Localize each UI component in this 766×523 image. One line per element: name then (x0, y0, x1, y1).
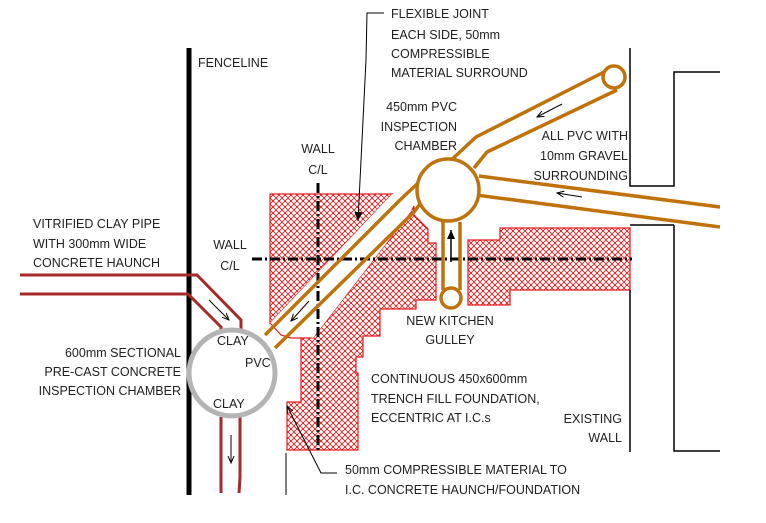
upper-branch-end-fitting (601, 64, 627, 90)
flexible-joint-leader (354, 12, 384, 222)
flow-arrows (208, 103, 583, 463)
precast-chamber-label-line2: PRE-CAST CONCRETE (44, 365, 181, 379)
pvc-pipework (263, 68, 721, 350)
existing-wall-label-line2: WALL (588, 431, 622, 445)
precast-inspection-chamber (186, 327, 278, 419)
pvc-chamber-label-line3: CHAMBER (394, 139, 457, 153)
foundation-label-line2: TRENCH FILL FOUNDATION, (371, 392, 540, 406)
pvc-right-branch-lower-wall (475, 193, 721, 229)
wall-cl-horizontal-label-line2: C/L (220, 259, 240, 273)
clay-inlet-upper-wall (20, 273, 243, 330)
clay-top-label: CLAY (217, 334, 249, 348)
pvc-upper-branch-lower-wall (472, 88, 618, 170)
foundation-lower-block (286, 205, 437, 451)
wall-cl-vertical-label-line2: C/L (308, 163, 328, 177)
clay-bottom-label: CLAY (213, 397, 245, 411)
kitchen-gulley-label-line1: NEW KITCHEN (406, 314, 494, 328)
existing-wall (629, 48, 720, 452)
flow-arrow-right-pvc (557, 193, 583, 198)
kitchen-gulley (439, 286, 463, 310)
flow-arrow-diagonal-pvc (291, 300, 310, 321)
existing-wall-upper (629, 48, 720, 187)
flexible-joint-label-line2: EACH SIDE, 50mm (391, 28, 500, 42)
flexible-joint-label-line4: MATERIAL SURROUND (391, 66, 528, 80)
clay-outlet-right-wall (237, 417, 242, 494)
wall-cl-vertical-label-line1: WALL (301, 142, 335, 156)
compressible-label-line1: 50mm COMPRESSIBLE MATERIAL TO (345, 463, 567, 477)
foundation-pipe-gap (270, 194, 412, 338)
foundation-right-block (467, 227, 631, 306)
precast-chamber-label-line3: INSPECTION CHAMBER (39, 384, 181, 398)
flow-arrow-clay-inlet (208, 299, 229, 320)
flexible-joint-label-line3: COMPRESSIBLE (391, 47, 490, 61)
clay-pipe-label-line1: VITRIFIED CLAY PIPE (33, 217, 160, 231)
trench-fill-foundation (269, 193, 631, 451)
precast-chamber-label-line1: 600mm SECTIONAL (65, 346, 181, 360)
all-pvc-label-line1: ALL PVC WITH (542, 129, 628, 143)
all-pvc-label-line2: 10mm GRAVEL (540, 149, 628, 163)
pvc-right-branch-upper-wall (478, 174, 721, 209)
flexible-joint-label-line1: FLEXIBLE JOINT (391, 7, 489, 21)
all-pvc-label-line3: SURROUNDING (534, 169, 628, 183)
foundation-label-line1: CONTINUOUS 450x600mm (371, 372, 527, 386)
foundation-label-line3: ECCENTRIC AT I.C.s (371, 411, 491, 425)
wall-cl-horizontal-label-line1: WALL (213, 238, 247, 252)
pvc-inspection-chamber (415, 157, 481, 223)
pvc-diagonal-upper-wall (263, 182, 419, 337)
compressible-label-line2: I.C. CONCRETE HAUNCH/FOUNDATION (345, 483, 580, 497)
pvc-chamber-label-line1: 450mm PVC (386, 100, 457, 114)
pvc-chamber-label-line2: INSPECTION (381, 120, 457, 134)
labels: FENCELINE WALL C/L WALL C/L FLEXIBLE JOI… (33, 7, 628, 497)
kitchen-gulley-label-line2: GULLEY (425, 333, 475, 347)
clay-pipe-label-line2: WITH 300mm WIDE (33, 237, 146, 251)
flow-arrow-upper-pvc (537, 103, 563, 117)
compressible-material-leader (287, 406, 337, 474)
fenceline-label: FENCELINE (198, 56, 268, 70)
pvc-diagonal-lower-wall (273, 202, 422, 350)
leader-lines (285, 12, 384, 495)
pvc-inlet-label: PVC (245, 356, 271, 370)
existing-wall-lower-pier (673, 225, 720, 452)
clay-pipe-label-line3: CONCRETE HAUNCH (33, 256, 160, 270)
existing-wall-label-line1: EXISTING (564, 412, 622, 426)
pvc-upper-branch-upper-wall (446, 68, 609, 165)
